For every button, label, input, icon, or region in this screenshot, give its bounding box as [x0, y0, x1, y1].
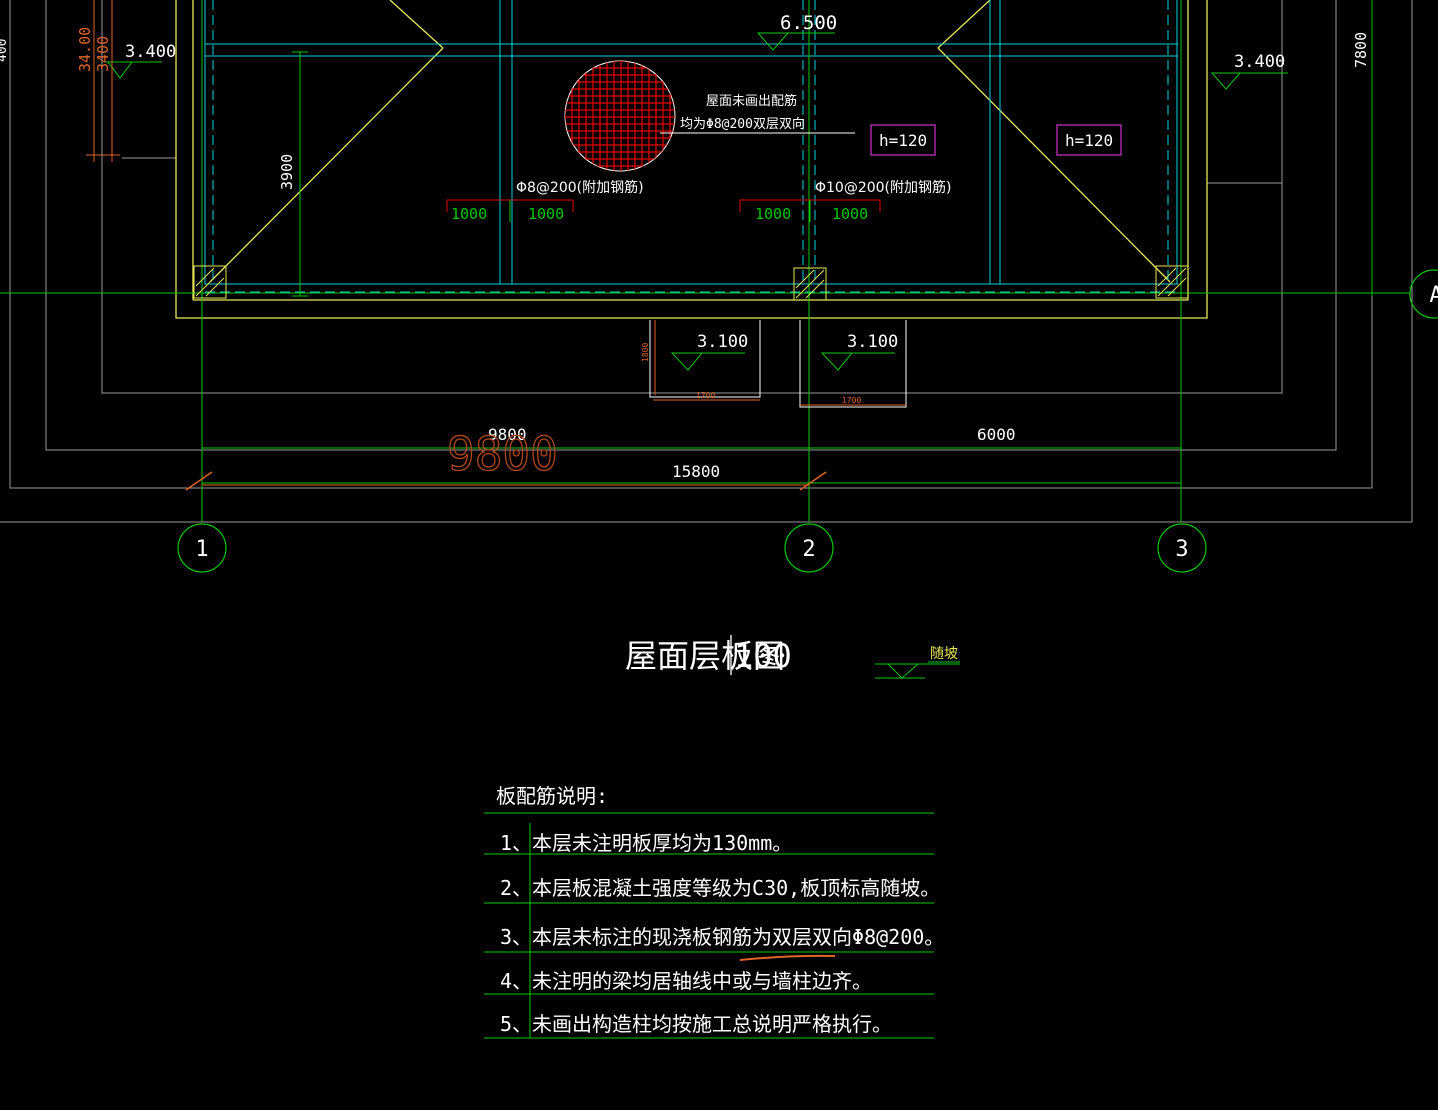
- dim-9800-large: 9800: [447, 427, 558, 481]
- main-dimension-labels: 9800 6000 15800: [488, 425, 1016, 481]
- axis-label-2: 2: [802, 537, 815, 562]
- h-box-left: [870, 124, 936, 156]
- rebar-right-a: 1000: [755, 205, 791, 223]
- dimension-lines: [185, 447, 1181, 491]
- roof-note-line2: 均为Φ8@200双层双向: [680, 116, 805, 132]
- vertical-dim-labels: 3900 7800: [278, 32, 1370, 190]
- notes-block: 板配筋说明: 1、本层未注明板厚均为130mm。 2、本层板混凝土强度等级为C3…: [496, 784, 944, 1036]
- column-markers: [193, 265, 1189, 301]
- note-item-1: 1、本层未注明板厚均为130mm。: [500, 831, 792, 855]
- h-left: h=120: [879, 131, 927, 150]
- outer-boundary-lines: [0, 0, 1413, 523]
- rebar-labels: Φ8@200(附加钢筋) Φ10@200(附加钢筋): [516, 179, 951, 196]
- roof-note: 屋面未画出配筋 均为Φ8@200双层双向: [680, 93, 805, 132]
- rebar-left-a: 1000: [451, 205, 487, 223]
- slab-thickness-text: h=120 h=120: [879, 131, 1113, 150]
- small-dim-labels: 1800 1700 1700: [641, 343, 861, 405]
- drawing-title-block: 屋面层板图 100 随坡: [625, 637, 958, 675]
- dim-3900: 3900: [278, 154, 296, 190]
- elev-bottom-right: 3.100: [847, 332, 898, 352]
- small-1700b: 1700: [842, 396, 861, 405]
- dim-6000: 6000: [977, 425, 1016, 444]
- drawing-scale: 100: [734, 637, 792, 675]
- dim-9800: 9800: [488, 425, 527, 444]
- elevation-labels: 6.500 3.400 3.400 3.100 3.100: [125, 12, 1285, 352]
- roof-hatch-circle: [564, 60, 855, 172]
- axis-labels: 1 2 3 A: [195, 283, 1438, 562]
- small-1800: 1800: [641, 343, 650, 362]
- notes-table-lines: [484, 812, 934, 1039]
- vert-3400b: 3400: [94, 36, 112, 72]
- axis-bubble-3: [1157, 523, 1207, 573]
- axis-label-A: A: [1429, 283, 1438, 308]
- slab-outline: [175, 0, 1208, 319]
- elevation-markers: [105, 32, 1288, 679]
- h-right: h=120: [1065, 131, 1113, 150]
- axis-bubble-1: [177, 523, 227, 573]
- axis-bubbles: [177, 269, 1438, 573]
- axis-grid-lines: [0, 0, 1410, 522]
- orange-underline: [739, 954, 836, 961]
- rebar-left-label: Φ8@200(附加钢筋): [516, 179, 644, 196]
- column-1: [193, 265, 227, 299]
- drawing-elev-note: 随坡: [930, 646, 958, 662]
- axis-label-1: 1: [195, 537, 208, 562]
- elev-top-center: 6.500: [780, 12, 837, 34]
- drawing-title: 屋面层板图: [625, 637, 785, 675]
- note-item-2: 2、本层板混凝土强度等级为C30,板顶标高随坡。: [500, 876, 940, 900]
- axis-bubble-2: [784, 523, 834, 573]
- rebar-left-b: 1000: [528, 205, 564, 223]
- vert-3400a: 34.00: [76, 27, 94, 72]
- dim-15800: 15800: [672, 462, 720, 481]
- notes-heading: 板配筋说明:: [496, 784, 608, 808]
- left-vertical-labels: 34.00 3400: [76, 27, 112, 72]
- elev-bottom-left: 3.100: [697, 332, 748, 352]
- vert-partial-left: 400: [0, 39, 10, 62]
- elev-top-right: 3.400: [1234, 52, 1285, 72]
- small-openings: [649, 320, 907, 408]
- small-1700a: 1700: [696, 391, 715, 400]
- note-item-5: 5、未画出构造柱均按施工总说明严格执行。: [500, 1012, 892, 1036]
- axis-bubble-A: [1409, 269, 1438, 319]
- rebar-lengths: 1000 1000 1000 1000: [451, 205, 868, 223]
- slab-thickness-tags: [870, 124, 1122, 156]
- left-vertical-dims: [86, 0, 120, 162]
- dim-7800: 7800: [1352, 32, 1370, 68]
- note-item-3: 3、本层未标注的现浇板钢筋为双层双向Φ8@200。: [500, 925, 944, 949]
- column-3: [1155, 265, 1189, 299]
- rebar-right-label: Φ10@200(附加钢筋): [815, 179, 951, 196]
- rebar-brackets: [446, 199, 881, 222]
- roof-note-line1: 屋面未画出配筋: [706, 93, 797, 109]
- note-item-4: 4、未注明的梁均居轴线中或与墙柱边齐。: [500, 969, 872, 993]
- beam-lines: [204, 0, 1178, 293]
- h-box-right: [1056, 124, 1122, 156]
- elev-top-left: 3.400: [125, 42, 176, 62]
- column-2: [793, 267, 827, 301]
- rebar-right-b: 1000: [832, 205, 868, 223]
- axis-label-3: 3: [1175, 537, 1188, 562]
